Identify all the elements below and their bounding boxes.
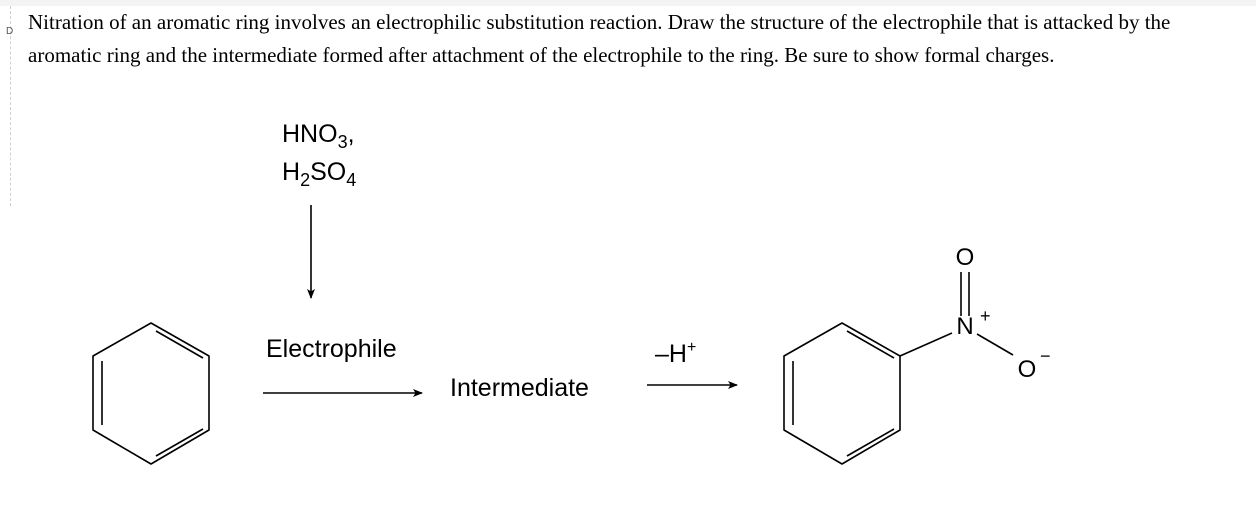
intermediate-label: Intermediate	[450, 374, 589, 402]
benzene-ring	[92, 322, 210, 465]
benzene-reactant	[92, 322, 210, 465]
oxygen-top: O	[956, 244, 975, 271]
benzene-inner-bond-1	[155, 330, 204, 359]
deprotonation-label: –H+	[655, 339, 696, 368]
c-n-bond	[899, 332, 953, 357]
product-benzene-ring	[783, 322, 901, 465]
electrophile-label: Electrophile	[266, 335, 397, 363]
product-inner-bond-1	[846, 330, 895, 359]
reagent-h2so4: H2SO4	[282, 158, 356, 190]
product-inner-bond-3	[846, 428, 895, 457]
left-gutter	[10, 6, 11, 206]
nitrogen-positive-charge: +	[980, 306, 991, 326]
oxygen-right: O	[1018, 356, 1037, 383]
oxygen-negative-charge: −	[1040, 346, 1051, 366]
nitrobenzene-product	[783, 272, 1014, 465]
n-o-single-bond	[976, 333, 1014, 356]
reagent-hno3: HNO3,	[282, 120, 355, 152]
top-strip	[0, 0, 1256, 6]
question-text: Nitration of an aromatic ring involves a…	[28, 10, 1171, 67]
gutter-marker: D	[6, 26, 14, 37]
nitrogen-atom: N	[956, 313, 973, 340]
benzene-inner-bond-3	[155, 428, 204, 457]
